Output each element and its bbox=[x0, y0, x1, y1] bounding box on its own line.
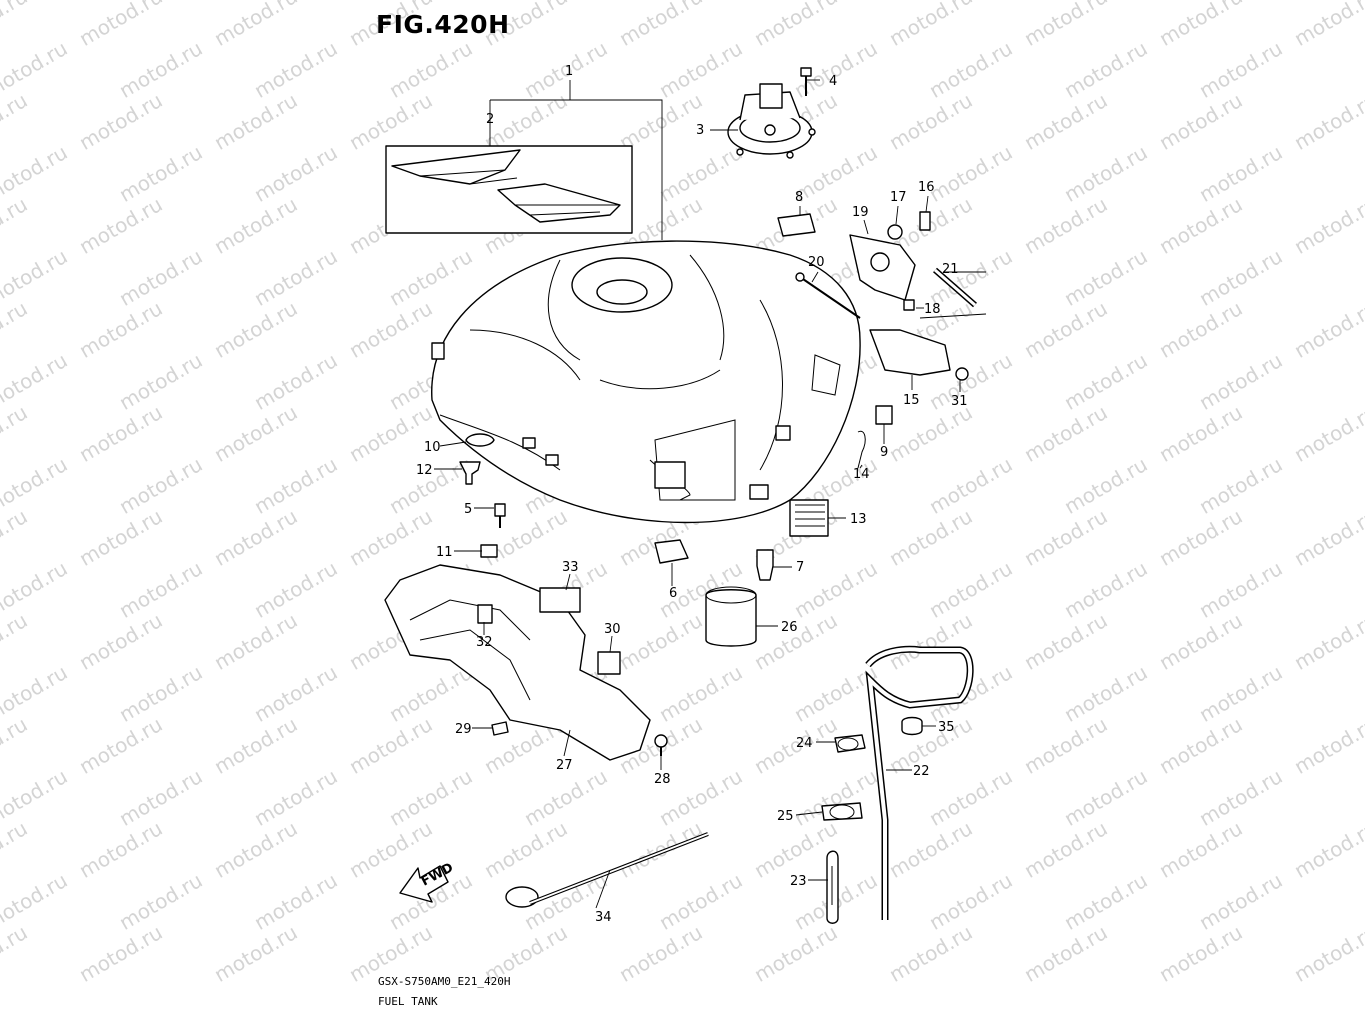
breather-hose bbox=[821, 645, 974, 924]
callout-17: 17 bbox=[890, 190, 907, 205]
callout-11b: 11 bbox=[436, 545, 453, 560]
callout-35: 35 bbox=[938, 720, 955, 735]
rear-bracket-assembly bbox=[777, 211, 977, 469]
callout-20: 20 bbox=[808, 255, 825, 270]
callout-7: 7 bbox=[796, 560, 804, 575]
callout-1-bracket bbox=[489, 80, 663, 240]
callout-21: 21 bbox=[942, 262, 959, 277]
callout-26: 26 bbox=[781, 620, 798, 635]
callout-19: 19 bbox=[852, 205, 869, 220]
callout-labels: 1 2 3 4 5 6 7 8 9 10 12 11 13 14 15 16 1… bbox=[416, 64, 968, 925]
callout-3: 3 bbox=[696, 123, 704, 138]
callout-16: 16 bbox=[918, 180, 935, 195]
callout-30: 30 bbox=[604, 622, 621, 637]
fuel-tank bbox=[431, 240, 861, 524]
callout-33: 33 bbox=[562, 560, 579, 575]
decal-set bbox=[385, 145, 633, 234]
callout-9: 9 bbox=[880, 445, 888, 460]
callout-31: 31 bbox=[951, 394, 968, 409]
callout-22: 22 bbox=[913, 764, 930, 779]
footer: GSX-S750AM0_E21_420H FUEL TANK bbox=[378, 972, 510, 1012]
callout-29: 29 bbox=[455, 722, 472, 737]
callout-15: 15 bbox=[903, 393, 920, 408]
under-cover bbox=[384, 564, 668, 761]
callout-28: 28 bbox=[654, 772, 671, 787]
fuel-cap bbox=[727, 83, 816, 159]
callout-32: 32 bbox=[476, 635, 493, 650]
callout-5: 5 bbox=[464, 502, 472, 517]
tank-prop-rod bbox=[505, 832, 709, 908]
callout-2: 2 bbox=[486, 112, 494, 127]
callout-24: 24 bbox=[796, 736, 813, 751]
callout-23: 23 bbox=[790, 874, 807, 889]
callout-1: 1 bbox=[565, 64, 573, 79]
leader-lines bbox=[434, 79, 987, 909]
callout-11: 12 bbox=[416, 463, 433, 478]
callout-8: 8 bbox=[795, 190, 803, 205]
callout-18: 18 bbox=[924, 302, 941, 317]
callout-13: 13 bbox=[850, 512, 867, 527]
model-code: GSX-S750AM0_E21_420H bbox=[378, 975, 511, 988]
figure-title: FIG.420H bbox=[376, 10, 510, 39]
fwd-arrow-icon: FWD bbox=[399, 860, 456, 903]
figure-caption: FUEL TANK bbox=[378, 995, 438, 1008]
callout-10: 10 bbox=[424, 440, 441, 455]
callout-34: 34 bbox=[595, 910, 612, 925]
small-parts bbox=[459, 433, 923, 736]
callout-6: 6 bbox=[669, 586, 677, 601]
callout-4: 4 bbox=[829, 74, 837, 89]
cap-screw bbox=[800, 67, 812, 96]
callout-14: 14 bbox=[853, 467, 870, 482]
callout-27: 27 bbox=[556, 758, 573, 773]
callout-25: 25 bbox=[777, 809, 794, 824]
